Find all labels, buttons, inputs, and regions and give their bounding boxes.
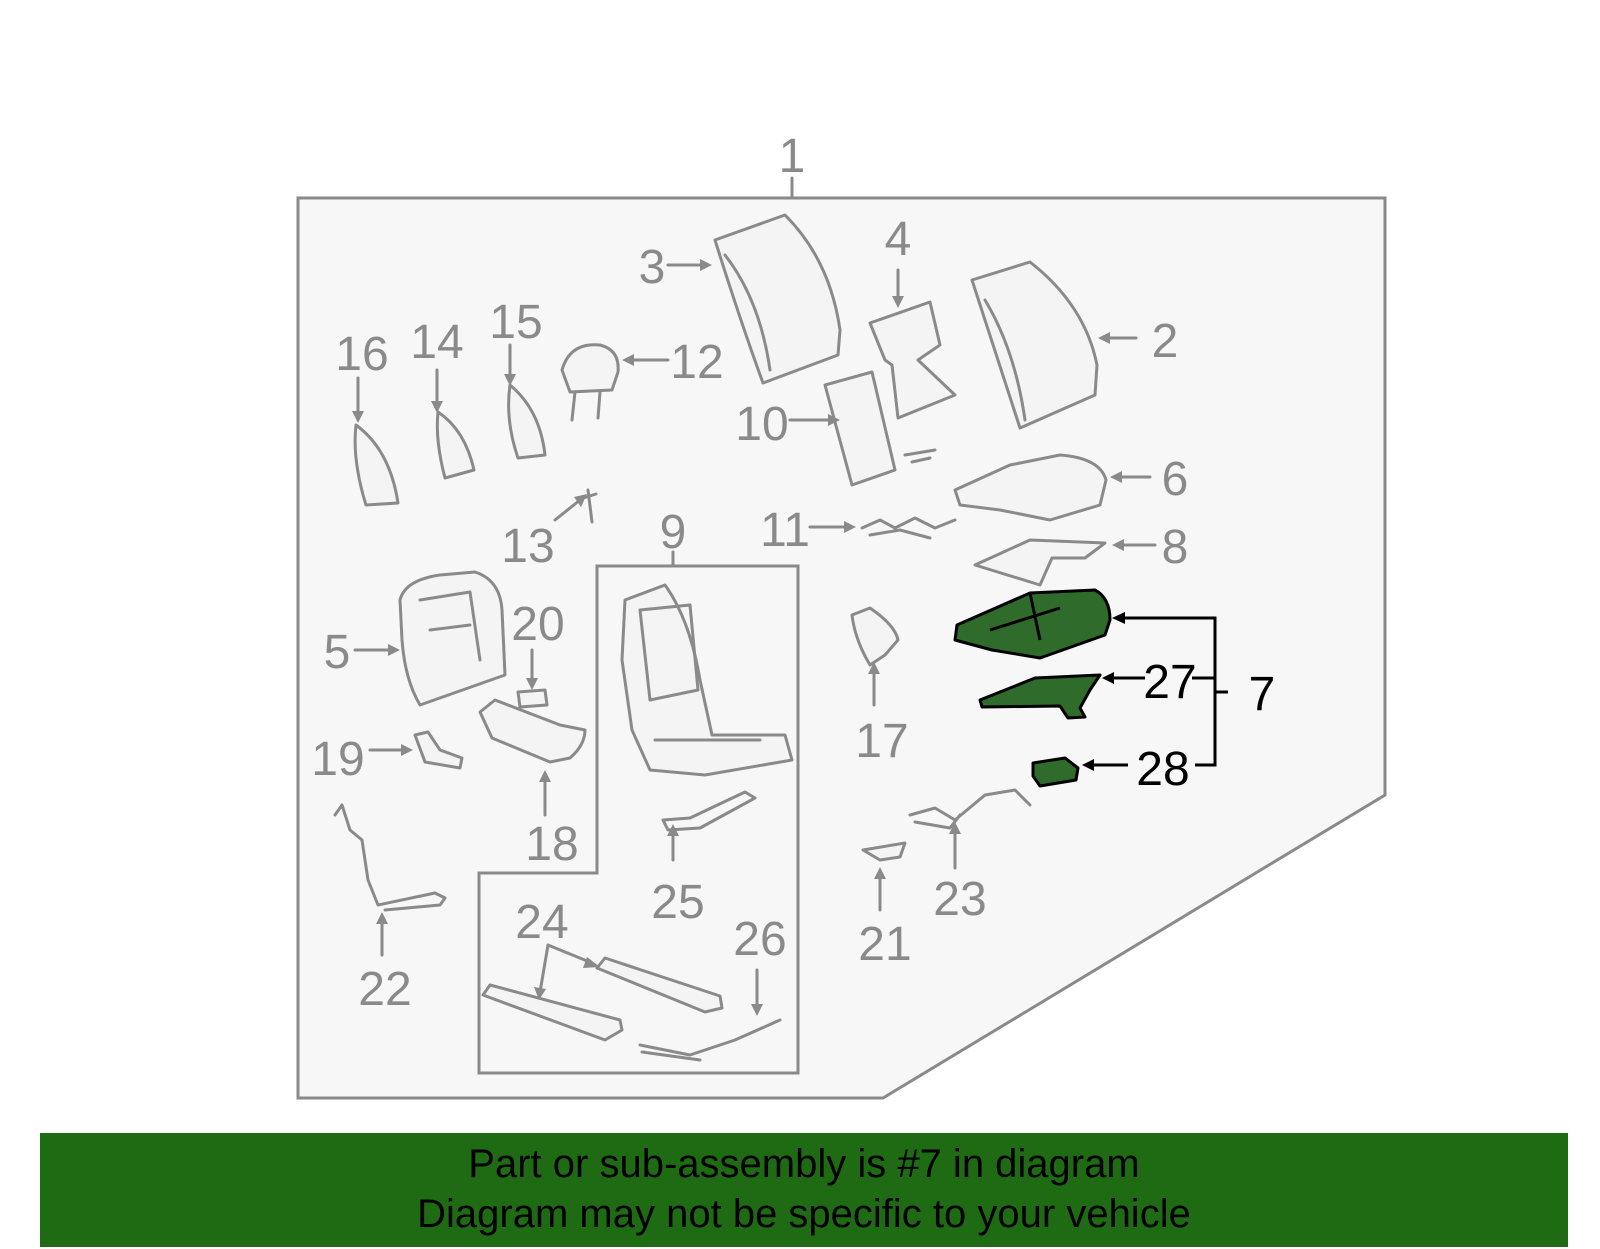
part-6-cushion-cover[interactable]	[953, 453, 1108, 522]
callout-21: 21	[858, 918, 911, 971]
part-26-cable[interactable]	[638, 1018, 782, 1062]
part-7-cushion[interactable]	[953, 588, 1112, 660]
seat-parts-diagram: 1 2 3 4 5 6 7 8 9 10 11 12 13 14 15 16 1…	[296, 130, 1387, 1100]
part-28-module[interactable]	[1031, 756, 1080, 788]
part-19-bracket[interactable]	[413, 730, 464, 770]
part-15-trim[interactable]	[507, 383, 547, 460]
callout-7: 7	[1249, 668, 1276, 721]
callout-10: 10	[735, 398, 788, 451]
callout-28: 28	[1136, 743, 1189, 796]
callout-3: 3	[639, 241, 666, 294]
black-leaders	[1082, 612, 1228, 771]
callout-22: 22	[358, 963, 411, 1016]
callout-2: 2	[1152, 315, 1179, 368]
callout-24: 24	[515, 896, 568, 949]
callout-13: 13	[501, 520, 554, 573]
callout-17: 17	[855, 715, 908, 768]
part-22-wire[interactable]	[333, 803, 447, 912]
part-5-back-panel[interactable]	[398, 570, 507, 707]
callout-15: 15	[489, 296, 542, 349]
part-16-trim[interactable]	[353, 423, 400, 507]
part-3-seatback-cover[interactable]	[713, 213, 842, 385]
notice-banner: Part or sub-assembly is #7 in diagram Di…	[40, 1133, 1568, 1247]
callout-20: 20	[511, 598, 564, 651]
callout-5: 5	[324, 626, 351, 679]
callout-9: 9	[660, 506, 687, 559]
callout-18: 18	[525, 818, 578, 871]
part-24-adjuster-right[interactable]	[595, 956, 724, 1014]
part-10-panel[interactable]	[823, 370, 897, 487]
callout-6: 6	[1162, 453, 1189, 506]
part-27-heater-element[interactable]	[978, 673, 1102, 720]
callout-26: 26	[733, 913, 786, 966]
part-small-clip	[903, 448, 937, 464]
part-11-harness[interactable]	[860, 516, 957, 540]
callout-16: 16	[335, 328, 388, 381]
frame-subpanel	[477, 564, 800, 1075]
callout-23: 23	[933, 873, 986, 926]
part-12-headrest[interactable]	[560, 343, 620, 394]
callout-8: 8	[1162, 521, 1189, 574]
part-5-detail	[418, 590, 482, 662]
part-12-post-left	[570, 390, 577, 422]
part-4-heater-pad[interactable]	[868, 300, 957, 420]
callout-25: 25	[651, 876, 704, 929]
banner-line-2: Diagram may not be specific to your vehi…	[417, 1192, 1191, 1236]
callout-labels: 1 2 3 4 5 6 7 8 9 10 11 12 13 14 15 16 1…	[311, 130, 1275, 1016]
part-25-bracket[interactable]	[661, 790, 757, 832]
part-14-trim[interactable]	[435, 410, 476, 480]
callout-19: 19	[311, 733, 364, 786]
callout-12: 12	[670, 336, 723, 389]
part-2-seam	[983, 298, 1027, 422]
gray-leaders	[352, 259, 1157, 1016]
part-12-post-right	[596, 390, 602, 420]
part-18-side-shield[interactable]	[478, 698, 587, 764]
part-21-clip[interactable]	[861, 841, 907, 862]
part-9-detail	[638, 603, 762, 742]
callout-11: 11	[760, 504, 810, 557]
callout-14: 14	[410, 316, 463, 369]
banner-line-1: Part or sub-assembly is #7 in diagram	[468, 1142, 1140, 1186]
callout-27: 27	[1143, 656, 1196, 709]
part-24-adjuster-left[interactable]	[481, 983, 624, 1042]
part-8-insulator[interactable]	[973, 538, 1107, 587]
callout-1: 1	[779, 130, 806, 183]
callout-4: 4	[885, 213, 912, 266]
part-7-cushion-seam	[989, 592, 1061, 641]
part-2-seatback-cover[interactable]	[970, 260, 1099, 430]
part-23-harness[interactable]	[908, 788, 1032, 830]
part-17-cover[interactable]	[850, 606, 900, 667]
part-20-switch[interactable]	[516, 688, 549, 709]
part-3-seam	[723, 253, 772, 372]
